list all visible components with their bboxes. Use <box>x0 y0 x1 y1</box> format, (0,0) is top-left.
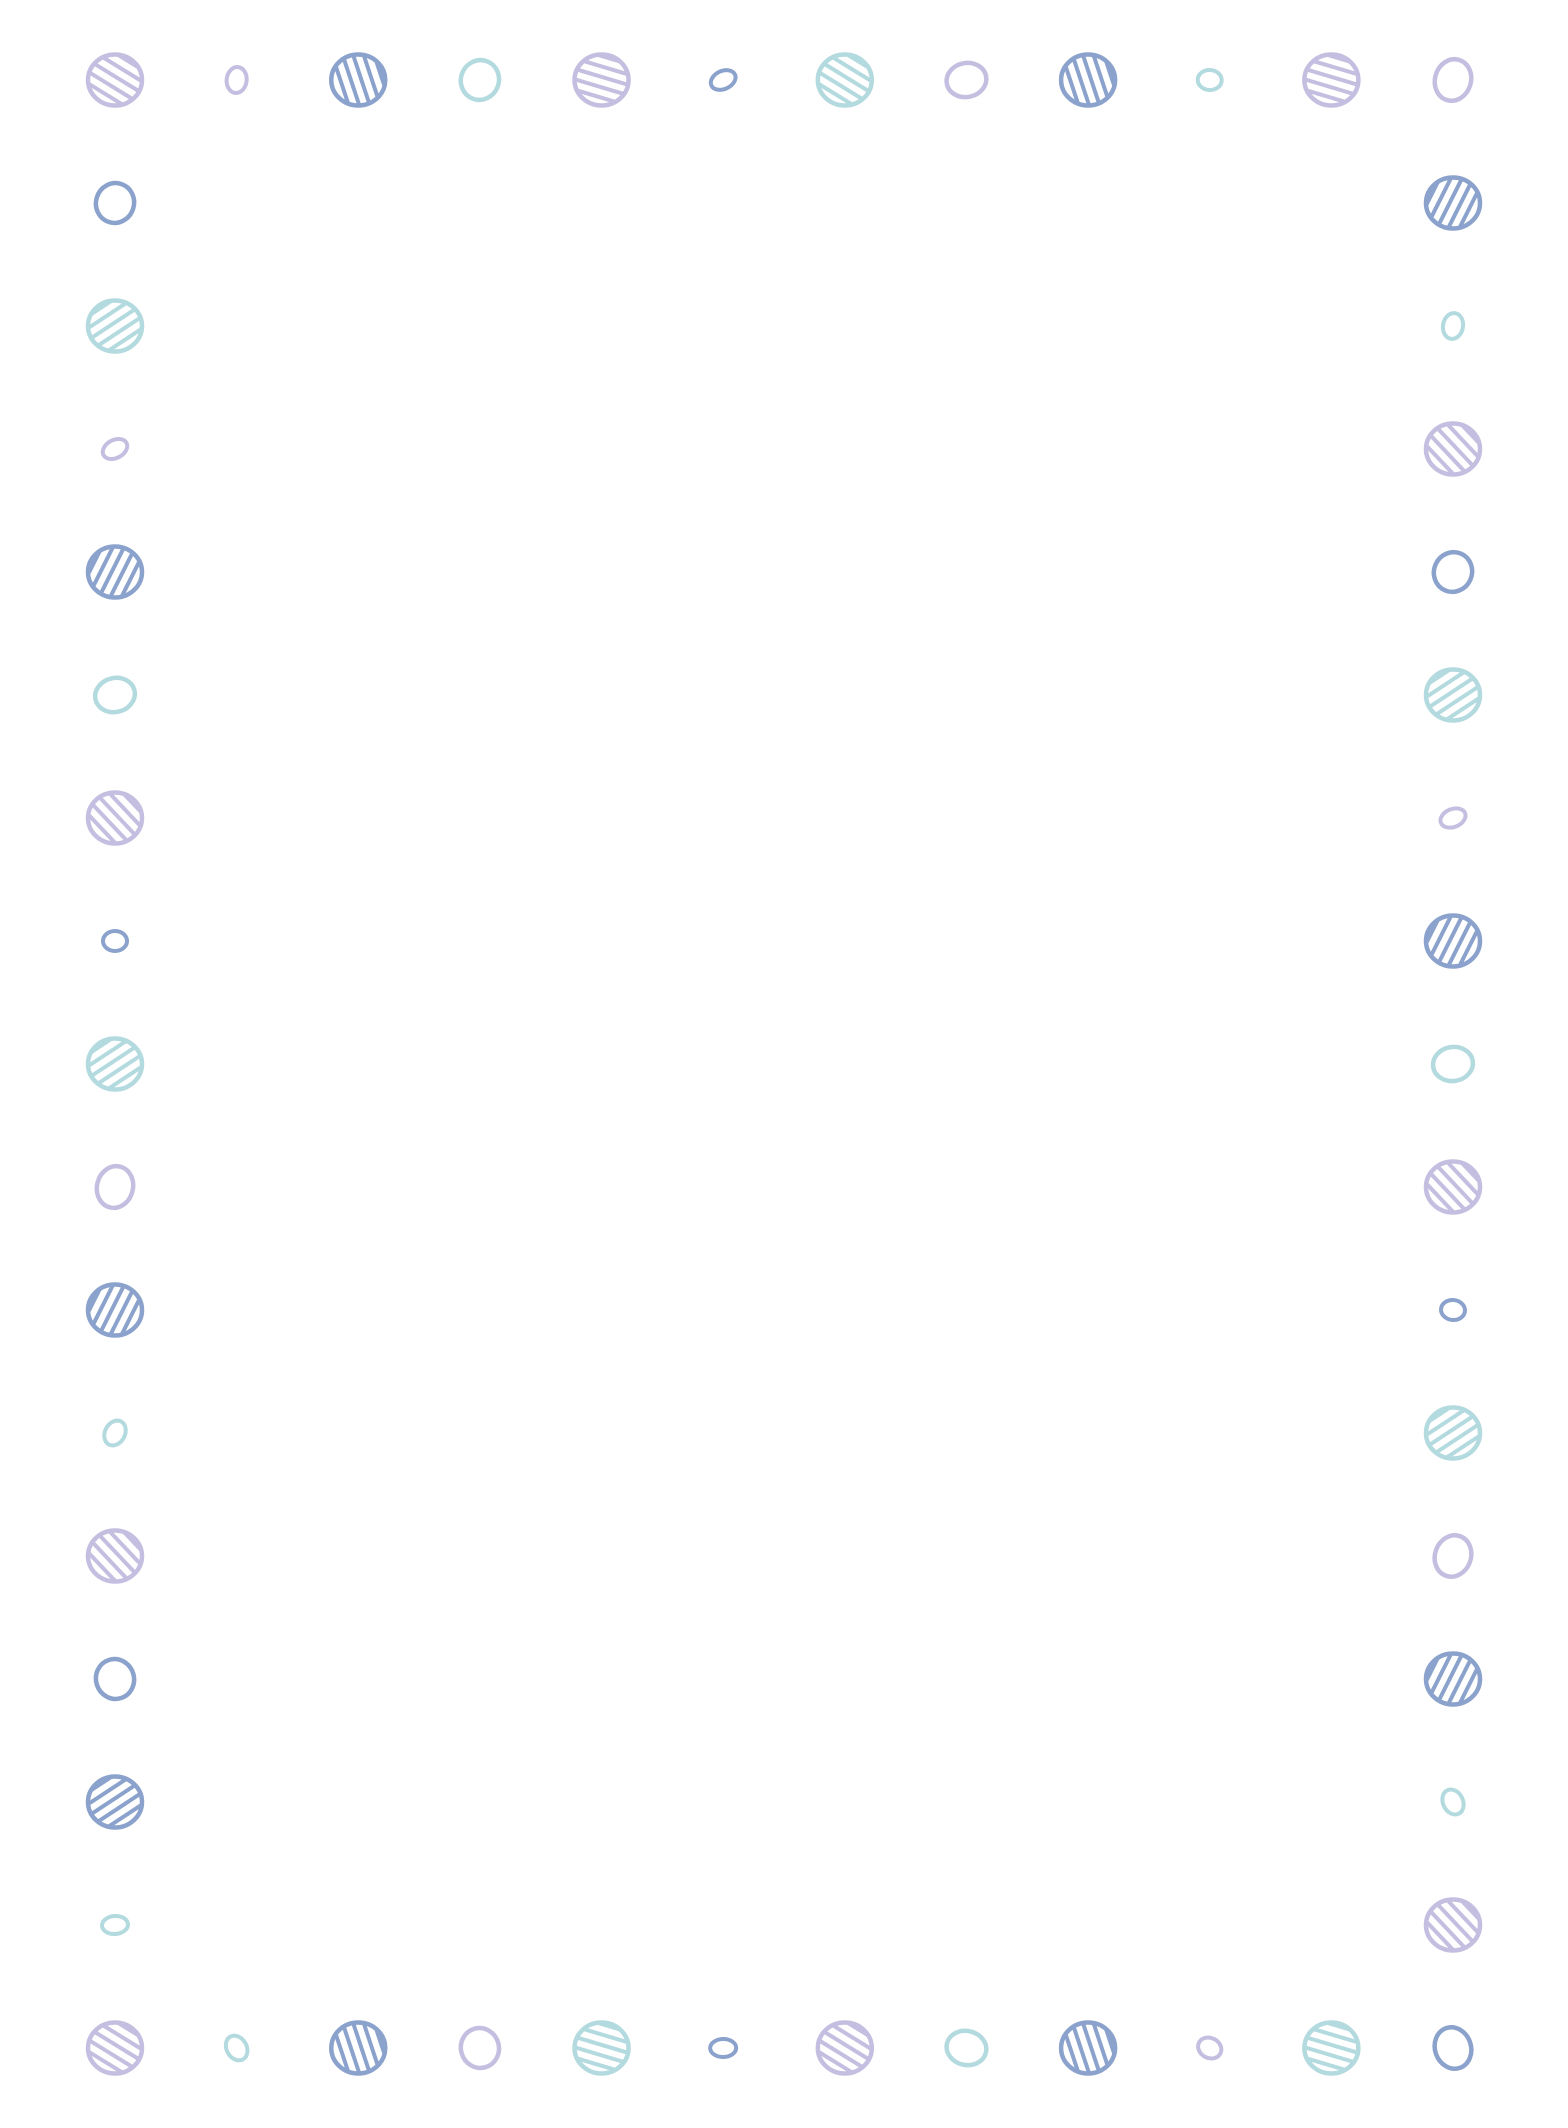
blank-page-area <box>170 170 1398 1958</box>
striped-circle-icon <box>329 47 391 113</box>
ring-circle-icon <box>1440 1787 1466 1817</box>
striped-circle-icon <box>1417 1151 1489 1223</box>
ring-circle-icon <box>1439 1297 1467 1323</box>
ring-circle-icon <box>101 929 129 953</box>
striped-circle-icon <box>80 45 150 115</box>
ring-circle-icon <box>458 57 502 103</box>
striped-circle-icon <box>329 2015 391 2081</box>
striped-circle-icon <box>1058 2015 1121 2081</box>
ring-circle-icon <box>1430 1044 1476 1084</box>
ring-circle-icon <box>100 1913 130 1937</box>
ring-circle-icon <box>100 436 130 462</box>
striped-circle-icon <box>1418 660 1488 730</box>
ring-circle-icon <box>1432 2025 1474 2071</box>
ring-circle-icon <box>1195 67 1224 93</box>
ring-circle-icon <box>94 1163 136 1211</box>
striped-circle-icon <box>810 2013 879 2083</box>
striped-circle-icon <box>570 49 633 109</box>
ring-circle-icon <box>944 60 989 100</box>
striped-circle-icon <box>1300 2017 1362 2077</box>
ring-circle-icon <box>1432 56 1474 104</box>
striped-circle-icon <box>1419 169 1487 237</box>
striped-circle-icon <box>810 45 879 115</box>
ring-circle-icon <box>224 65 249 95</box>
ring-circle-icon <box>944 2028 989 2068</box>
ring-circle-icon <box>102 1418 128 1448</box>
striped-circle-icon <box>1417 1889 1489 1961</box>
striped-circle-icon <box>570 2017 633 2077</box>
ring-circle-icon <box>1431 549 1475 595</box>
ring-circle-icon <box>1432 1533 1474 1579</box>
striped-circle-icon <box>80 1767 150 1837</box>
striped-circle-icon <box>1419 907 1487 975</box>
striped-circle-icon <box>1058 47 1121 113</box>
striped-circle-icon <box>1300 49 1362 109</box>
striped-circle-icon <box>80 1029 150 1099</box>
striped-circle-icon <box>81 538 149 606</box>
ring-circle-icon <box>1440 311 1466 341</box>
ring-circle-icon <box>92 675 138 715</box>
striped-circle-icon <box>79 1520 151 1592</box>
striped-circle-icon <box>80 2013 150 2083</box>
ring-circle-icon <box>1438 806 1468 830</box>
ring-circle-icon <box>708 68 738 92</box>
ring-circle-icon <box>223 2033 250 2063</box>
striped-circle-icon <box>1419 1645 1487 1713</box>
striped-circle-icon <box>80 291 150 361</box>
ring-circle-icon <box>93 1656 137 1702</box>
ring-circle-icon <box>1196 2035 1224 2061</box>
striped-circle-icon <box>81 1276 149 1344</box>
ring-circle-icon <box>708 2036 739 2060</box>
ring-circle-icon <box>93 180 137 226</box>
ring-circle-icon <box>458 2025 502 2071</box>
striped-circle-icon <box>1417 413 1489 485</box>
striped-circle-icon <box>1418 1398 1488 1468</box>
striped-circle-icon <box>79 782 151 854</box>
